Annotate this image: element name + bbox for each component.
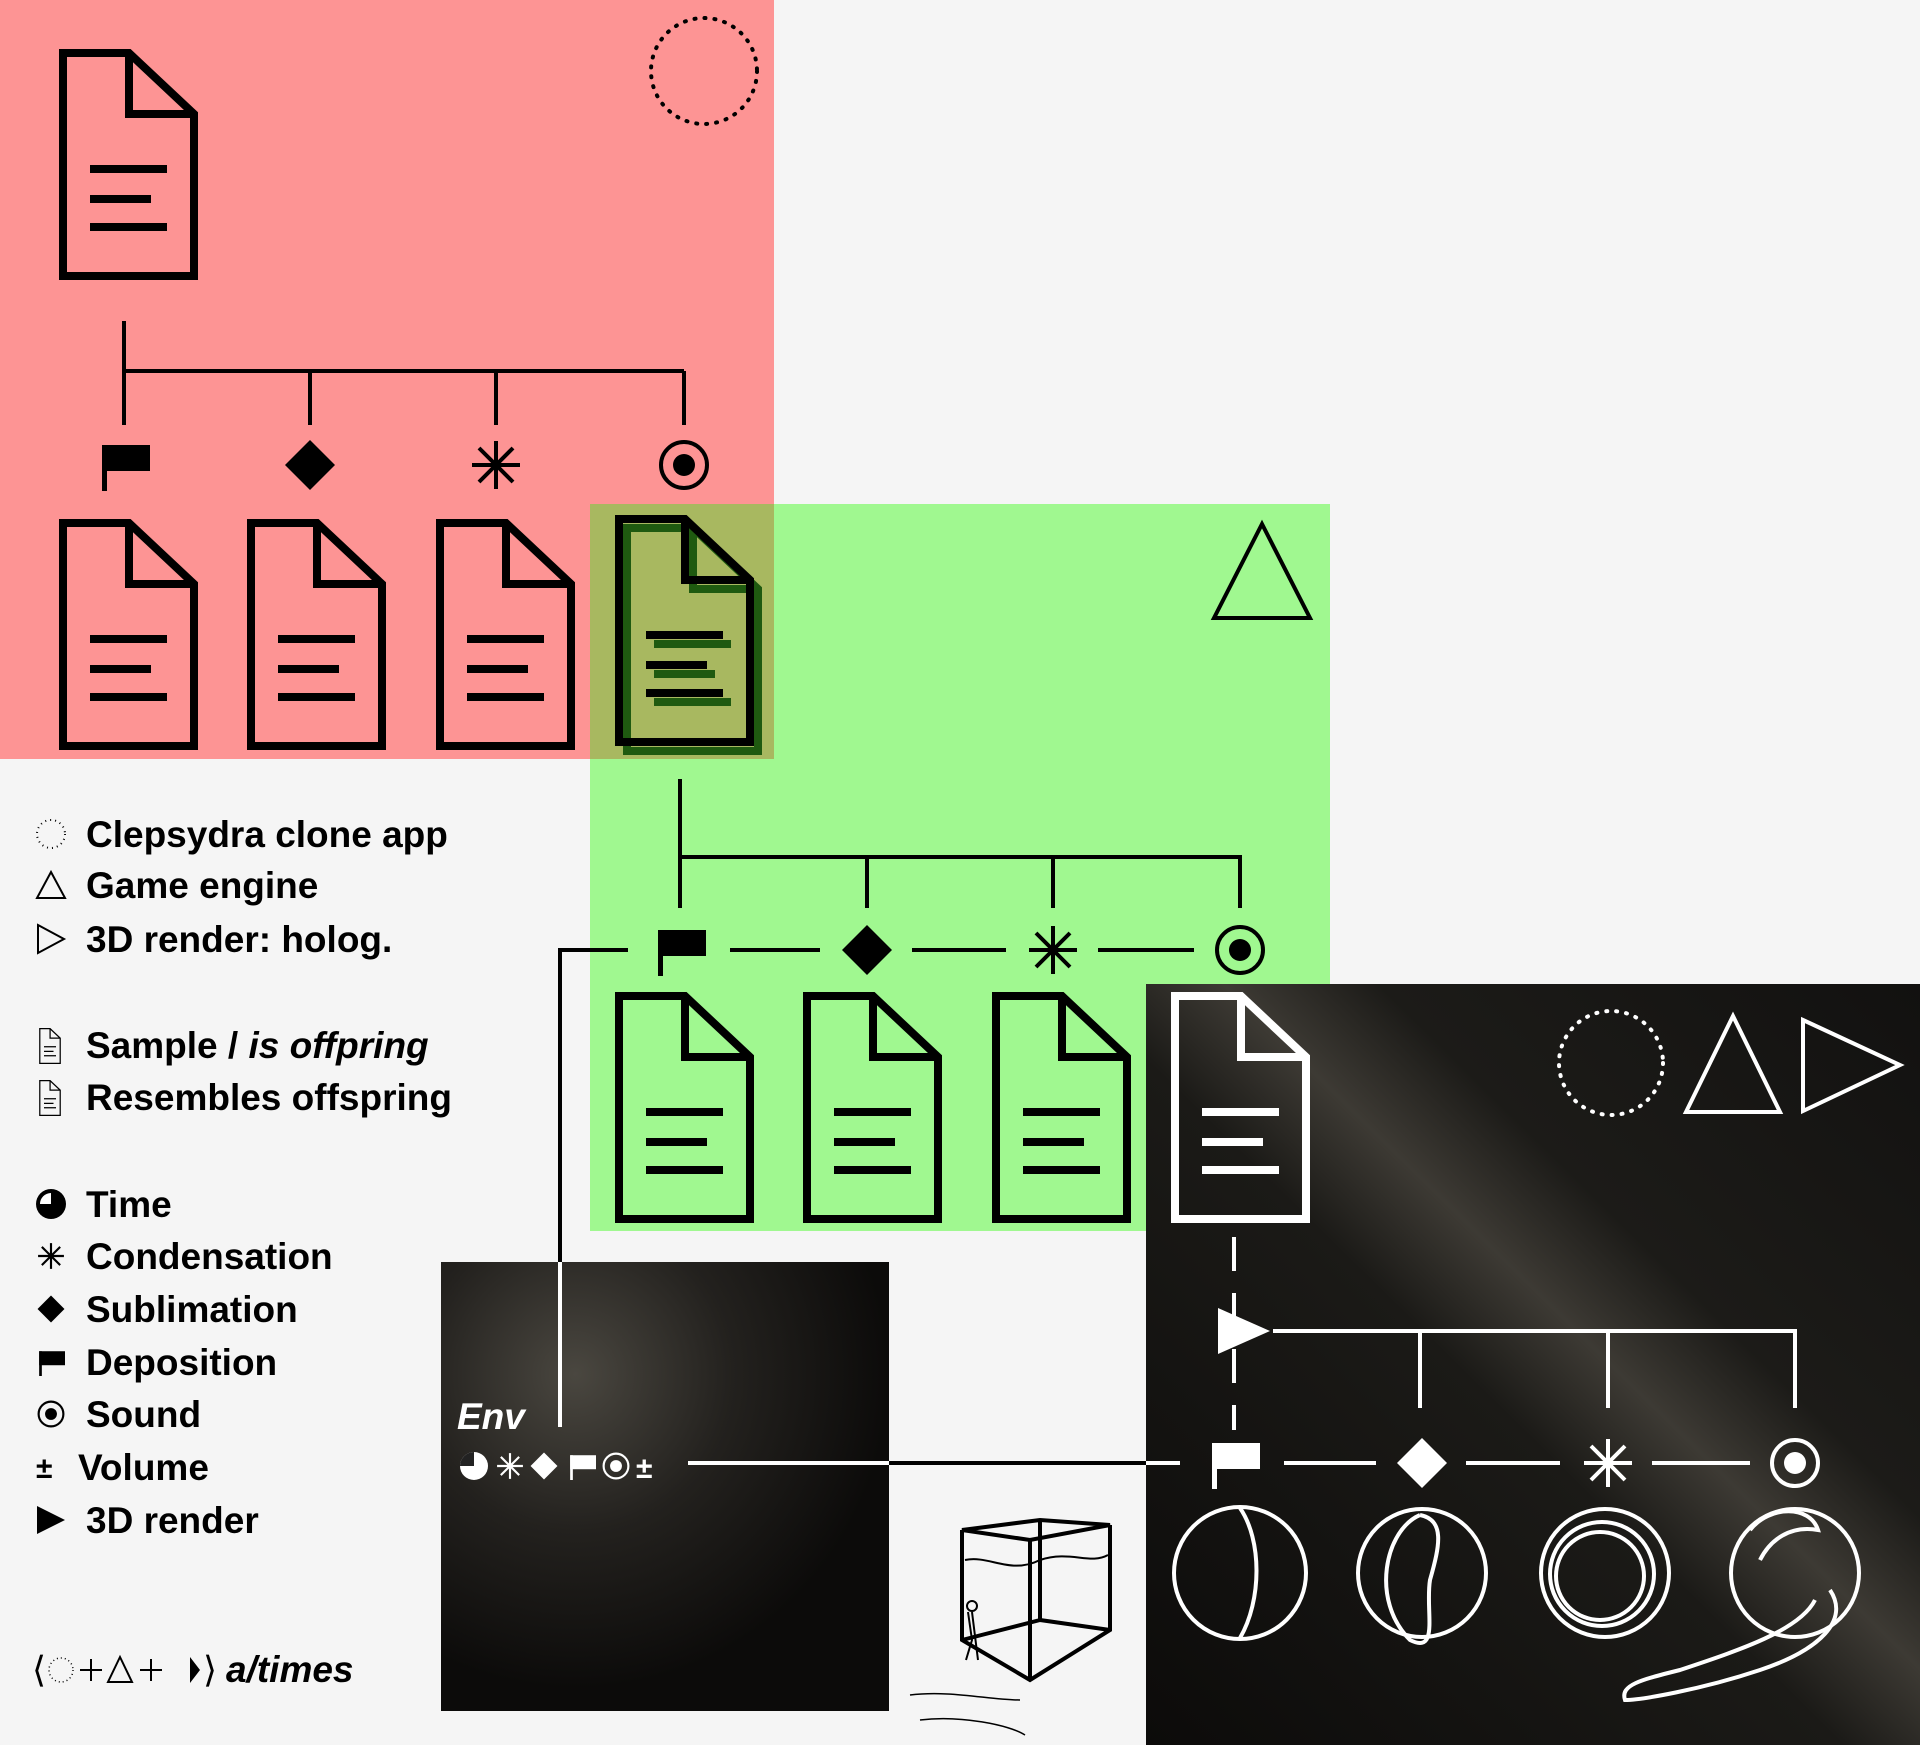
asterisk-icon	[1027, 924, 1079, 976]
hologram-box-illustration	[909, 1517, 1112, 1736]
legend-label: Game engine	[86, 865, 318, 906]
dotted-circle-icon	[1557, 1009, 1665, 1117]
triangle-right-outline-icon	[37, 923, 67, 955]
legend-label: Condensation	[86, 1236, 333, 1277]
env-panel	[441, 1262, 889, 1711]
footer-title: a/times	[226, 1649, 354, 1690]
play-icon	[190, 1657, 200, 1683]
asterisk-icon	[496, 1451, 525, 1481]
triangle-outline-icon	[35, 869, 67, 899]
bracket-open: ⟨	[32, 1650, 46, 1691]
dark-tree-lines	[558, 1237, 1797, 1465]
asterisk-icon	[37, 1241, 65, 1271]
document-icon	[39, 1027, 61, 1065]
legend-label: Resembles offspring	[86, 1077, 452, 1118]
asterisk-icon	[1582, 1437, 1634, 1489]
embryo-stage-3	[1539, 1507, 1671, 1639]
legend: Clepsydra clone app Game engine 3D rende…	[35, 814, 452, 1541]
document-icon	[39, 1079, 61, 1117]
legend-label: Sound	[86, 1394, 201, 1435]
flag-icon	[39, 1351, 65, 1376]
triangle-right-outline-icon	[1801, 1016, 1905, 1115]
plus-icon	[80, 1659, 102, 1681]
red-tree-lines	[122, 321, 686, 425]
legend-label: Sample / is offpring	[86, 1025, 429, 1066]
triangle-outline-icon	[1682, 1011, 1784, 1114]
triangle-outline-icon	[106, 1654, 134, 1683]
play-icon	[37, 1506, 65, 1534]
footer-formula: ⟨ ⟩ a/times	[32, 1649, 354, 1691]
dotted-circle-icon	[649, 16, 759, 126]
plus-icon	[140, 1659, 162, 1681]
diamond-icon	[37, 1295, 65, 1323]
bracket-close: ⟩	[203, 1650, 217, 1691]
legend-label: 3D render	[86, 1500, 259, 1541]
embryo-illustrations	[1172, 1505, 1861, 1703]
legend-label: Time	[86, 1184, 172, 1225]
plus-minus-icon: ±	[36, 1452, 52, 1485]
dotted-circle-icon	[36, 819, 66, 849]
legend-label: 3D render: holog.	[86, 919, 392, 960]
legend-label: Deposition	[86, 1342, 277, 1383]
env-symbols: ±	[460, 1451, 652, 1485]
env-label: Env	[457, 1396, 527, 1437]
play-icon	[1218, 1308, 1270, 1354]
triangle-outline-icon	[1210, 519, 1314, 620]
asterisk-icon	[470, 439, 522, 491]
volume-symbol: ±	[636, 1452, 652, 1485]
legend-label: Sublimation	[86, 1289, 298, 1330]
sound-icon	[37, 1400, 65, 1428]
legend-label: Volume	[78, 1447, 209, 1488]
embryo-stage-1	[1172, 1505, 1308, 1641]
dotted-circle-icon	[48, 1657, 74, 1683]
time-icon	[460, 1452, 488, 1480]
embryo-stage-2	[1356, 1507, 1488, 1645]
embryo-stage-4	[1622, 1507, 1861, 1703]
legend-label: Clepsydra clone app	[86, 814, 448, 855]
time-icon	[36, 1189, 66, 1219]
